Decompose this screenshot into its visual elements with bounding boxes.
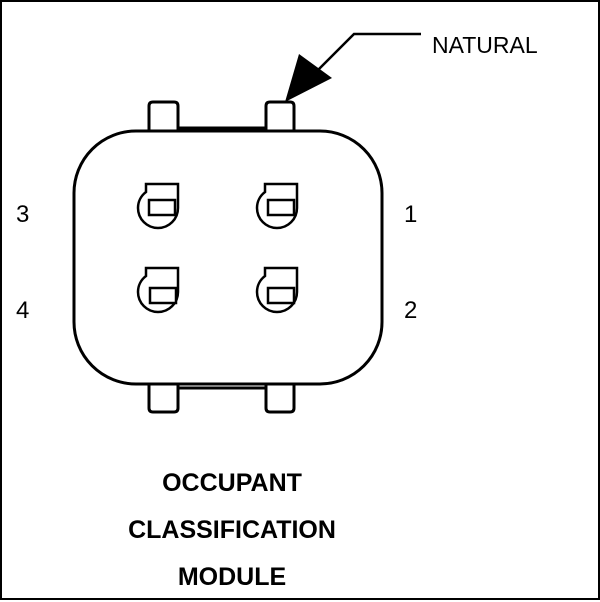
pin-label-3: 3 [16, 201, 30, 228]
top-latch [147, 100, 296, 134]
callout-label: NATURAL [432, 32, 538, 58]
terminal-cavity-2 [255, 266, 299, 314]
bottom-latch [147, 382, 296, 414]
terminal-cavity-1 [255, 182, 299, 230]
callout-arrowhead [285, 54, 332, 102]
title-line-2: CLASSIFICATION [128, 516, 336, 544]
bottom-right-tab [264, 382, 296, 414]
terminal-cavity-4 [136, 266, 180, 314]
terminal-cavity-3 [136, 182, 180, 230]
top-left-tab [147, 100, 180, 134]
pin-label-4: 4 [16, 297, 30, 324]
top-right-tab [264, 100, 296, 134]
pin-label-2: 2 [404, 297, 418, 324]
bottom-left-tab [147, 382, 180, 414]
title-line-1: OCCUPANT [162, 469, 302, 497]
callout-leader [285, 32, 421, 102]
pin-label-1: 1 [404, 201, 418, 228]
title-line-3: MODULE [177, 563, 287, 591]
connector-housing [72, 129, 384, 386]
